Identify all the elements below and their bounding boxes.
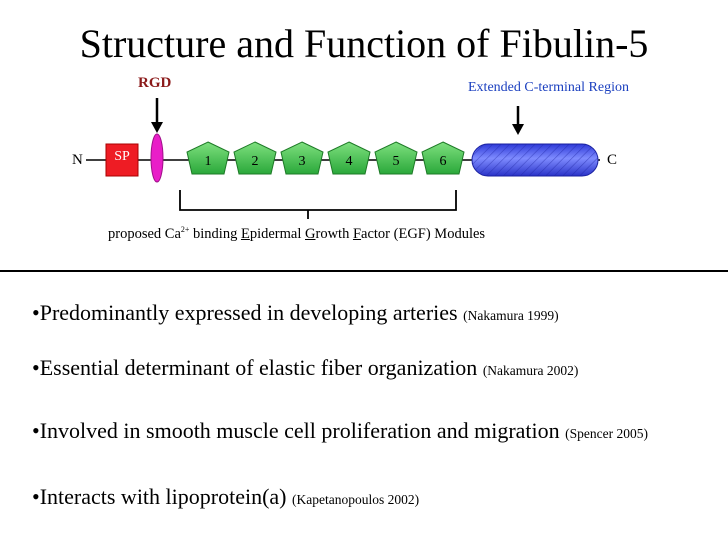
egf-module-6 (421, 141, 465, 175)
slide-title: Structure and Function of Fibulin-5 (79, 21, 649, 66)
egf-number-2: 2 (251, 154, 259, 169)
egf-module-1 (186, 141, 230, 175)
bullet-citation: (Kapetanopoulos 2002) (292, 492, 420, 507)
egf-module-4 (327, 141, 371, 175)
bullet-dot-icon: • (32, 300, 40, 325)
caption-superscript: 2+ (180, 225, 190, 234)
caption-underlined-g: G (305, 225, 316, 242)
egf-number-4: 4 (345, 154, 353, 169)
caption-part: actor (EGF) Modules (361, 225, 486, 242)
caption-pre: proposed Ca (108, 225, 181, 242)
bullet-item: •Interacts with lipoprotein(a) (Kapetano… (32, 481, 702, 515)
bullet-text: Essential determinant of elastic fiber o… (39, 355, 483, 380)
sp-label: SP (114, 149, 130, 164)
rgd-arrowhead (151, 122, 163, 133)
caption-underlined-e: E (240, 225, 250, 242)
extended-c-terminal-label: Extended C-terminal Region (468, 80, 629, 95)
egf-number-5: 5 (392, 154, 400, 169)
bullet-dot-icon: • (32, 418, 40, 443)
caption-part: pidermal (249, 225, 305, 242)
rgd-label: RGD (138, 75, 172, 91)
section-divider (0, 270, 728, 272)
bullet-item: •Predominantly expressed in developing a… (32, 297, 702, 331)
bullet-citation: (Spencer 2005) (565, 426, 648, 441)
bullet-item: •Involved in smooth muscle cell prolifer… (32, 415, 702, 449)
bullet-item: •Essential determinant of elastic fiber … (32, 352, 702, 386)
rgd-domain (150, 133, 164, 183)
egf-module-5 (374, 141, 418, 175)
bullet-citation: (Nakamura 2002) (482, 363, 579, 378)
egf-number-1: 1 (204, 154, 212, 169)
bullet-citation: (Nakamura 1999) (463, 308, 559, 323)
sp-domain (105, 143, 139, 177)
bullet-text: Interacts with lipoprotein(a) (39, 484, 293, 509)
bullet-dot-icon: • (32, 484, 40, 509)
egf-bracket (179, 190, 457, 211)
caption-underlined-f: F (352, 225, 362, 242)
egf-modules (186, 141, 465, 175)
egf-module-3 (280, 141, 324, 175)
egf-number-6: 6 (439, 154, 447, 169)
bullet-text: Involved in smooth muscle cell prolifera… (39, 418, 566, 443)
caption-part: binding (189, 225, 241, 242)
egf-module-2 (233, 141, 277, 175)
bullet-dot-icon: • (32, 355, 40, 380)
egf-caption: proposed Ca2+ binding Epidermal Growth F… (108, 225, 485, 243)
fibulin-5-domain-diagram (86, 98, 600, 219)
c-terminal-arrowhead (512, 124, 524, 135)
c-terminal-hatch (472, 144, 598, 176)
bullet-text: Predominantly expressed in developing ar… (39, 300, 464, 325)
c-terminus-label: C (607, 152, 618, 168)
n-terminus-label: N (72, 152, 83, 168)
caption-part: rowth (315, 225, 353, 242)
egf-number-3: 3 (298, 154, 306, 169)
